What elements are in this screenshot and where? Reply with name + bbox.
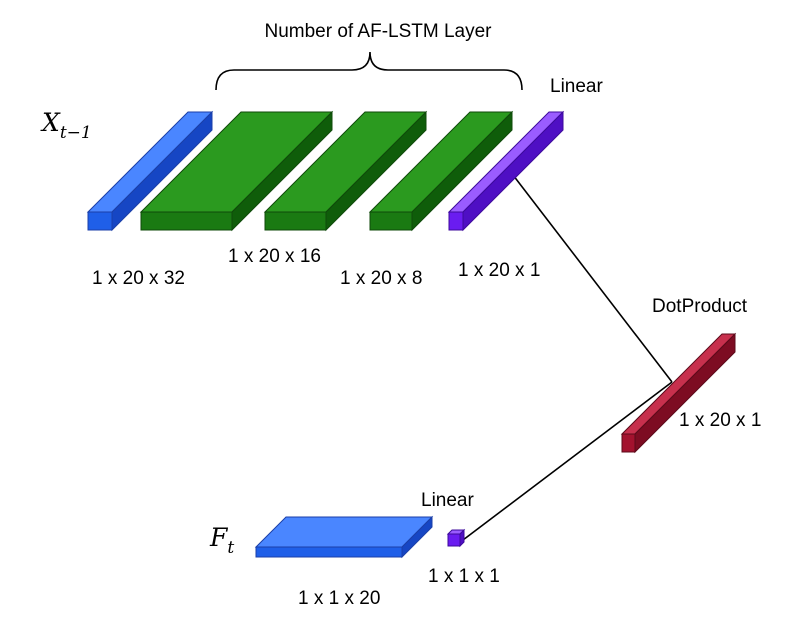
shape-label-lstm-2: 1 x 20 x 8 <box>340 268 422 289</box>
shape-label-f-input: 1 x 1 x 20 <box>298 588 380 609</box>
x-input-label-base: X <box>40 108 61 137</box>
connector-linear-f-to-dotproduct <box>462 381 673 541</box>
linear-top-label: Linear <box>550 76 603 97</box>
af-lstm-block-3 <box>368 110 514 232</box>
linear-block-bottom <box>446 528 466 548</box>
f-input-label: Ft <box>209 523 234 558</box>
f-input-label-subscript: t <box>227 538 234 558</box>
x-input-label-subscript: t−1 <box>60 123 92 143</box>
shape-label-dot-product: 1 x 20 x 1 <box>679 410 761 431</box>
brace-label: Number of AF-LSTM Layer <box>264 21 492 42</box>
x-input-label: Xt−1 <box>40 108 92 143</box>
shape-label-x-input: 1 x 20 x 32 <box>92 268 185 289</box>
shape-label-linear-bottom: 1 x 1 x 1 <box>428 566 500 587</box>
linear-block-top <box>447 110 565 232</box>
af-lstm-block-2 <box>263 110 428 232</box>
shape-label-lstm-1: 1 x 20 x 16 <box>228 246 321 267</box>
dot-product-label: DotProduct <box>652 296 748 317</box>
dot-product-block <box>620 332 737 454</box>
layer-count-brace <box>215 51 523 91</box>
linear-bottom-label: Linear <box>421 490 474 511</box>
f-input-block <box>254 515 434 559</box>
f-input-label-base: F <box>209 523 229 552</box>
x-input-block <box>86 110 214 232</box>
connector-linear-to-dotproduct <box>512 174 673 383</box>
shape-label-linear-top: 1 x 20 x 1 <box>458 260 540 281</box>
af-lstm-block-1 <box>139 110 334 232</box>
